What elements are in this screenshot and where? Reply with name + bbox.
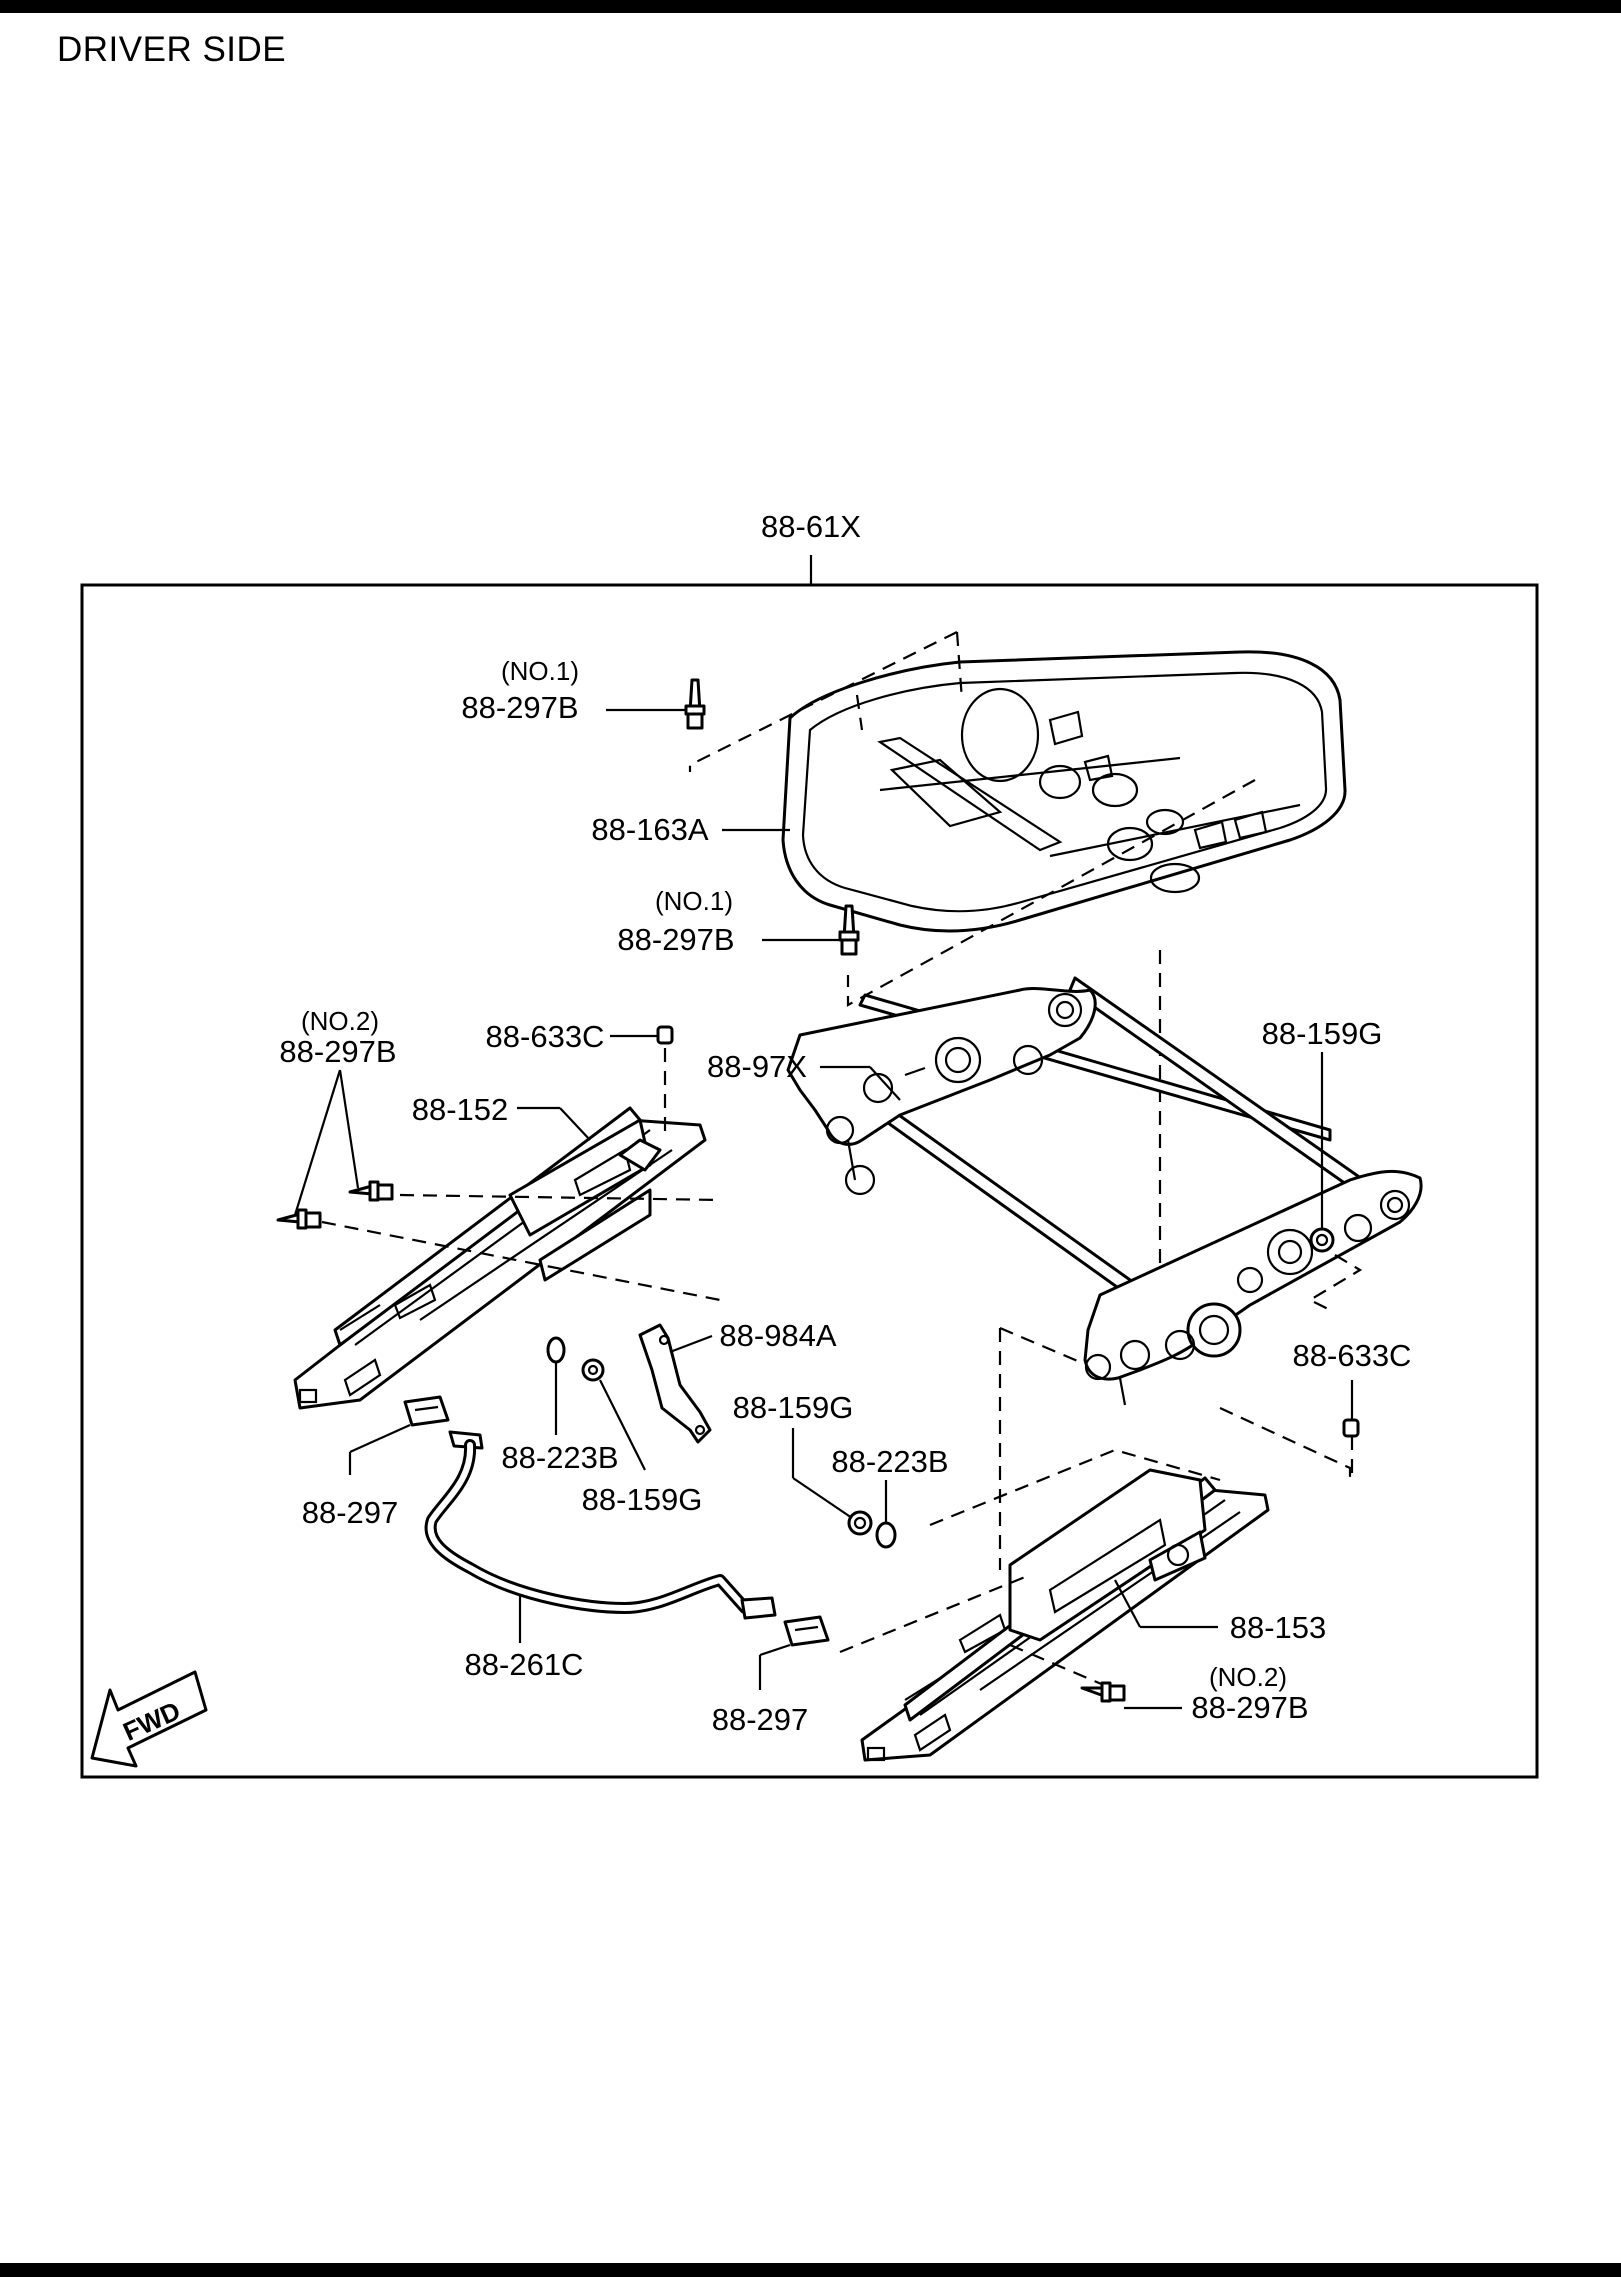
part-label: 88-297B [617, 922, 734, 957]
dash-line-f [1307, 1254, 1363, 1311]
assembly-label: 88-61X [761, 509, 861, 544]
callout-note: (NO.2) [1209, 1662, 1287, 1692]
part-label: 88-223B [501, 1440, 618, 1475]
bracket [638, 1323, 712, 1444]
part-label: 88-297 [712, 1702, 809, 1737]
leader-c19a [759, 1643, 791, 1657]
clip-icon [783, 1615, 830, 1647]
dash-line-b [955, 631, 964, 701]
leader-c4b [338, 1069, 360, 1189]
callout-note: (NO.1) [655, 886, 733, 916]
dash-line-d [846, 779, 1256, 1007]
dash-line-c [855, 694, 864, 731]
dash-line-n [839, 1573, 1031, 1654]
rivet-icon [348, 1180, 394, 1202]
dash-line-j [1219, 1407, 1352, 1480]
part-label: 88-97X [707, 1049, 807, 1084]
callout-note: (NO.2) [301, 1006, 379, 1036]
washer-icon [546, 1336, 566, 1364]
dash-line-m [999, 1326, 1081, 1364]
rivet-icon [684, 678, 706, 730]
part-label: 88-159G [733, 1390, 854, 1425]
part-label: 88-223B [831, 1444, 948, 1479]
nut-icon [1309, 1227, 1335, 1253]
washer-icon [875, 1521, 897, 1549]
leader-c17a [1114, 1579, 1141, 1628]
top-rule [0, 0, 1621, 13]
rivet-icon [276, 1208, 322, 1230]
part-label: 88-297 [302, 1495, 399, 1530]
cap-icon [1342, 1418, 1360, 1438]
leader-c9 [669, 1334, 713, 1354]
dash-line-a [688, 631, 958, 772]
part-label: 88-159G [1262, 1016, 1383, 1051]
assembly-frame [80, 583, 1539, 1779]
part-label: 88-633C [1293, 1338, 1412, 1373]
part-label: 88-297B [279, 1034, 396, 1069]
leader-c15b [349, 1423, 411, 1454]
part-label: 88-297B [1191, 1690, 1308, 1725]
leader-c8b [559, 1107, 591, 1141]
page-title: DRIVER SIDE [57, 30, 287, 69]
part-label: 88-633C [486, 1019, 605, 1054]
leader-c12 [599, 1379, 646, 1471]
part-label: 88-152 [412, 1092, 509, 1127]
part-label: 88-261C [465, 1647, 584, 1682]
bottom-rule [0, 2263, 1621, 2277]
seat-pan [781, 650, 1347, 933]
fwd-arrow-icon: FWD [90, 1670, 208, 1768]
part-label: 88-159G [582, 1482, 703, 1517]
seat-frame [786, 976, 1423, 1406]
clip-icon [403, 1395, 450, 1427]
callout-note: (NO.1) [501, 656, 579, 686]
release-cable [424, 1430, 777, 1620]
part-label: 88-163A [591, 812, 709, 847]
leader-c4a [293, 1069, 342, 1216]
leader-c6b [869, 1066, 901, 1101]
left-seat-rail [293, 1106, 707, 1410]
rivet-icon [1080, 1681, 1126, 1703]
dash-line-h [399, 1193, 721, 1202]
leader-c13b [792, 1477, 853, 1519]
rivet-icon [838, 904, 860, 956]
part-label: 88-984A [719, 1318, 837, 1353]
nut-icon [847, 1510, 873, 1536]
cap-icon [656, 1025, 674, 1045]
part-label: 88-297B [461, 690, 578, 725]
part-label: 88-153 [1230, 1610, 1327, 1645]
right-seat-rail [860, 1468, 1270, 1762]
nut-icon [581, 1358, 605, 1382]
